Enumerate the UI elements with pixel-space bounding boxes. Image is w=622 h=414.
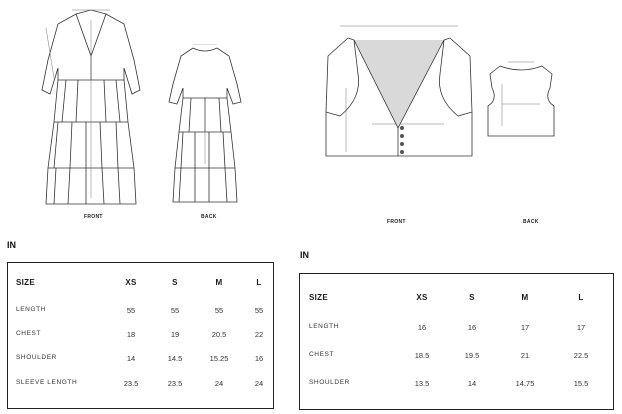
table-cell: 13.5 [414, 379, 430, 388]
s-column-header: S [172, 278, 178, 287]
dress-back-drawing [168, 44, 242, 203]
left-size-table: SIZE XS S M L LENGTH 55 55 55 55 CHEST 1… [7, 262, 274, 409]
table-cell: 15.5 [573, 379, 589, 388]
xs-column-header: XS [416, 293, 428, 302]
table-cell: 17 [520, 323, 530, 332]
dress-front-drawing [41, 9, 141, 205]
table-cell: 16 [417, 323, 427, 332]
table-row: LENGTH 55 55 55 55 [8, 306, 273, 318]
table-cell: 23.5 [123, 379, 139, 388]
table-cell: 16 [254, 354, 264, 363]
vest-back-label: BACK [523, 219, 539, 225]
s-column-header: S [469, 293, 475, 302]
table-cell: 14.75 [515, 379, 535, 388]
table-row: CHEST 18 19 20.5 22 [8, 330, 273, 342]
table-cell: 18 [126, 330, 136, 339]
size-column-header: SIZE [309, 293, 328, 302]
table-cell: 23.5 [167, 379, 183, 388]
row-label: LENGTH [309, 323, 339, 330]
row-label: CHEST [309, 351, 335, 358]
dress-front-label: FRONT [84, 214, 103, 220]
table-cell: 55 [214, 306, 224, 315]
table-cell: 18.5 [414, 351, 430, 360]
row-label: SLEEVE LENGTH [16, 379, 78, 386]
size-column-header: SIZE [16, 278, 35, 287]
table-row: SHOULDER 14 14.5 15.25 16 [8, 354, 273, 366]
table-row: SLEEVE LENGTH 23.5 23.5 24 24 [8, 379, 273, 391]
m-column-header: M [521, 293, 529, 302]
m-column-header: M [215, 278, 223, 287]
table-cell: 22 [254, 330, 264, 339]
l-column-header: L [578, 293, 584, 302]
vest-front-drawing [325, 25, 473, 157]
table-cell: 19.5 [464, 351, 480, 360]
row-label: CHEST [16, 330, 42, 337]
table-cell: 55 [126, 306, 136, 315]
table-row: LENGTH 16 16 17 17 [300, 323, 613, 335]
row-label: SHOULDER [309, 379, 350, 386]
table-cell: 16 [467, 323, 477, 332]
vest-front-label: FRONT [387, 219, 406, 225]
table-cell: 14.5 [167, 354, 183, 363]
table-cell: 14 [467, 379, 477, 388]
right-unit-label: IN [300, 250, 309, 260]
table-cell: 19 [170, 330, 180, 339]
l-column-header: L [256, 278, 262, 287]
table-cell: 20.5 [211, 330, 227, 339]
table-cell: 21 [520, 351, 530, 360]
table-row: SHOULDER 13.5 14 14.75 15.5 [300, 379, 613, 391]
row-label: LENGTH [16, 306, 46, 313]
table-row: CHEST 18.5 19.5 21 22.5 [300, 351, 613, 363]
table-cell: 15.25 [209, 354, 229, 363]
table-cell: 14 [126, 354, 136, 363]
dress-back-label: BACK [201, 214, 217, 220]
vest-back-drawing [487, 61, 555, 137]
table-header-row: SIZE XS S M L [8, 278, 273, 290]
table-cell: 24 [254, 379, 264, 388]
row-label: SHOULDER [16, 354, 57, 361]
table-cell: 17 [576, 323, 586, 332]
table-header-row: SIZE XS S M L [300, 293, 613, 305]
table-cell: 22.5 [573, 351, 589, 360]
table-cell: 24 [214, 379, 224, 388]
table-cell: 55 [254, 306, 264, 315]
xs-column-header: XS [125, 278, 137, 287]
table-cell: 55 [170, 306, 180, 315]
right-size-table: SIZE XS S M L LENGTH 16 16 17 17 CHEST 1… [299, 273, 614, 410]
left-unit-label: IN [7, 240, 16, 250]
